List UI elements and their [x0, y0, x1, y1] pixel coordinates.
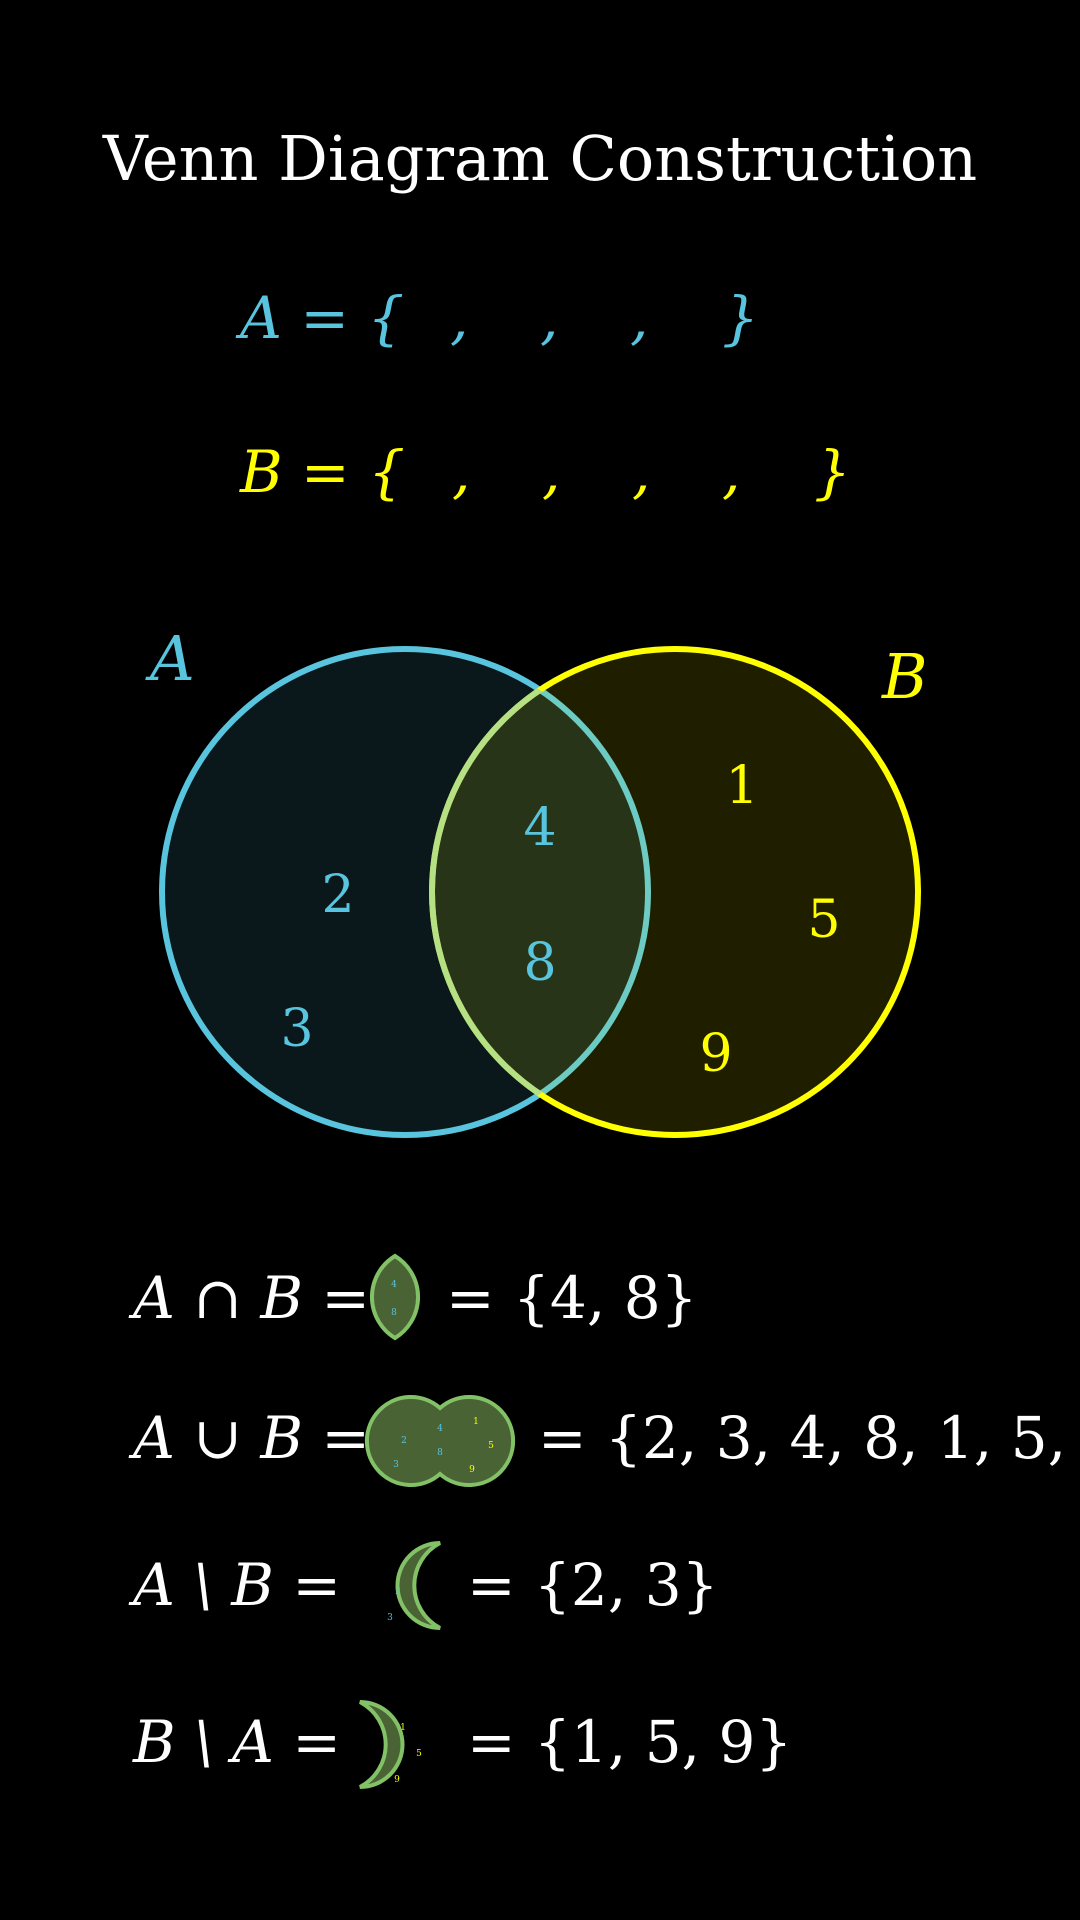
set-b-close-brace: } [814, 438, 851, 506]
thumb-element: 8 [437, 1448, 443, 1458]
intersection-thumbnail [369, 1253, 421, 1341]
thumb-element: 4 [391, 1280, 397, 1290]
thumb-element: 3 [393, 1460, 399, 1470]
element-a-only: 2 [321, 865, 354, 925]
operation-lhs: A ∩ B = [128, 1264, 370, 1332]
operation-result: = {4, 8} [446, 1264, 698, 1332]
operation-b-minus-a: B \ A = 1 5 9 = {1, 5, 9} [132, 1700, 792, 1789]
element-b-only: 1 [725, 756, 758, 816]
thumb-element: 2 [395, 1587, 401, 1597]
b-minus-a-thumbnail [359, 1700, 405, 1789]
thumb-element: 9 [469, 1465, 475, 1475]
element-intersection: 4 [523, 798, 556, 858]
set-a-definition-lhs: A = { [235, 284, 404, 352]
operation-result: = {2, 3, 4, 8, 1, 5, 9} [538, 1404, 1080, 1472]
set-b-separator: , [452, 438, 470, 506]
operation-lhs: A ∪ B = [128, 1404, 370, 1472]
operation-union: A ∪ B = 2 3 4 8 1 5 9 = {2, 3, 4, 8, 1, … [128, 1395, 1080, 1487]
set-b-separator: , [632, 438, 650, 506]
thumb-element: 1 [473, 1417, 479, 1427]
set-a-label: A [145, 622, 195, 695]
thumb-element: 2 [401, 1436, 407, 1446]
thumb-element: 3 [387, 1613, 393, 1623]
thumb-element: 4 [437, 1424, 443, 1434]
operation-lhs: A \ B = [128, 1551, 341, 1619]
operation-result: = {1, 5, 9} [467, 1708, 792, 1776]
set-a-separator: , [450, 284, 468, 352]
operation-result: = {2, 3} [467, 1551, 719, 1619]
set-a-definition: A = { , , , } [235, 284, 759, 352]
element-b-only: 9 [699, 1024, 732, 1084]
operation-intersection: A ∩ B = 4 8 = {4, 8} [128, 1253, 698, 1341]
operation-a-minus-b: A \ B = 2 3 = {2, 3} [128, 1541, 719, 1630]
set-a-circle [159, 646, 651, 1138]
thumb-element: 1 [400, 1723, 406, 1733]
set-b-definition: B = { , , , , } [239, 438, 851, 506]
set-b-label: B [881, 640, 928, 713]
intersection-region [429, 649, 648, 1135]
set-b-separator: , [542, 438, 560, 506]
thumb-element: 5 [416, 1749, 422, 1759]
page-title: Venn Diagram Construction [102, 122, 977, 195]
element-intersection: 8 [523, 933, 556, 993]
operation-lhs: B \ A = [132, 1708, 341, 1776]
set-a-close-brace: } [722, 284, 759, 352]
thumb-element: 9 [394, 1775, 400, 1785]
set-a-separator: , [540, 284, 558, 352]
venn-diagram: A B 2 3 4 8 1 5 9 [145, 622, 928, 1138]
thumb-element: 8 [391, 1308, 397, 1318]
a-minus-b-thumbnail [395, 1541, 441, 1630]
set-a-separator: , [630, 284, 648, 352]
thumb-element: 5 [488, 1441, 494, 1451]
union-thumbnail [364, 1395, 516, 1487]
set-b-separator: , [722, 438, 740, 506]
set-b-definition-lhs: B = { [239, 438, 405, 506]
element-b-only: 5 [807, 890, 840, 950]
element-a-only: 3 [280, 999, 313, 1059]
